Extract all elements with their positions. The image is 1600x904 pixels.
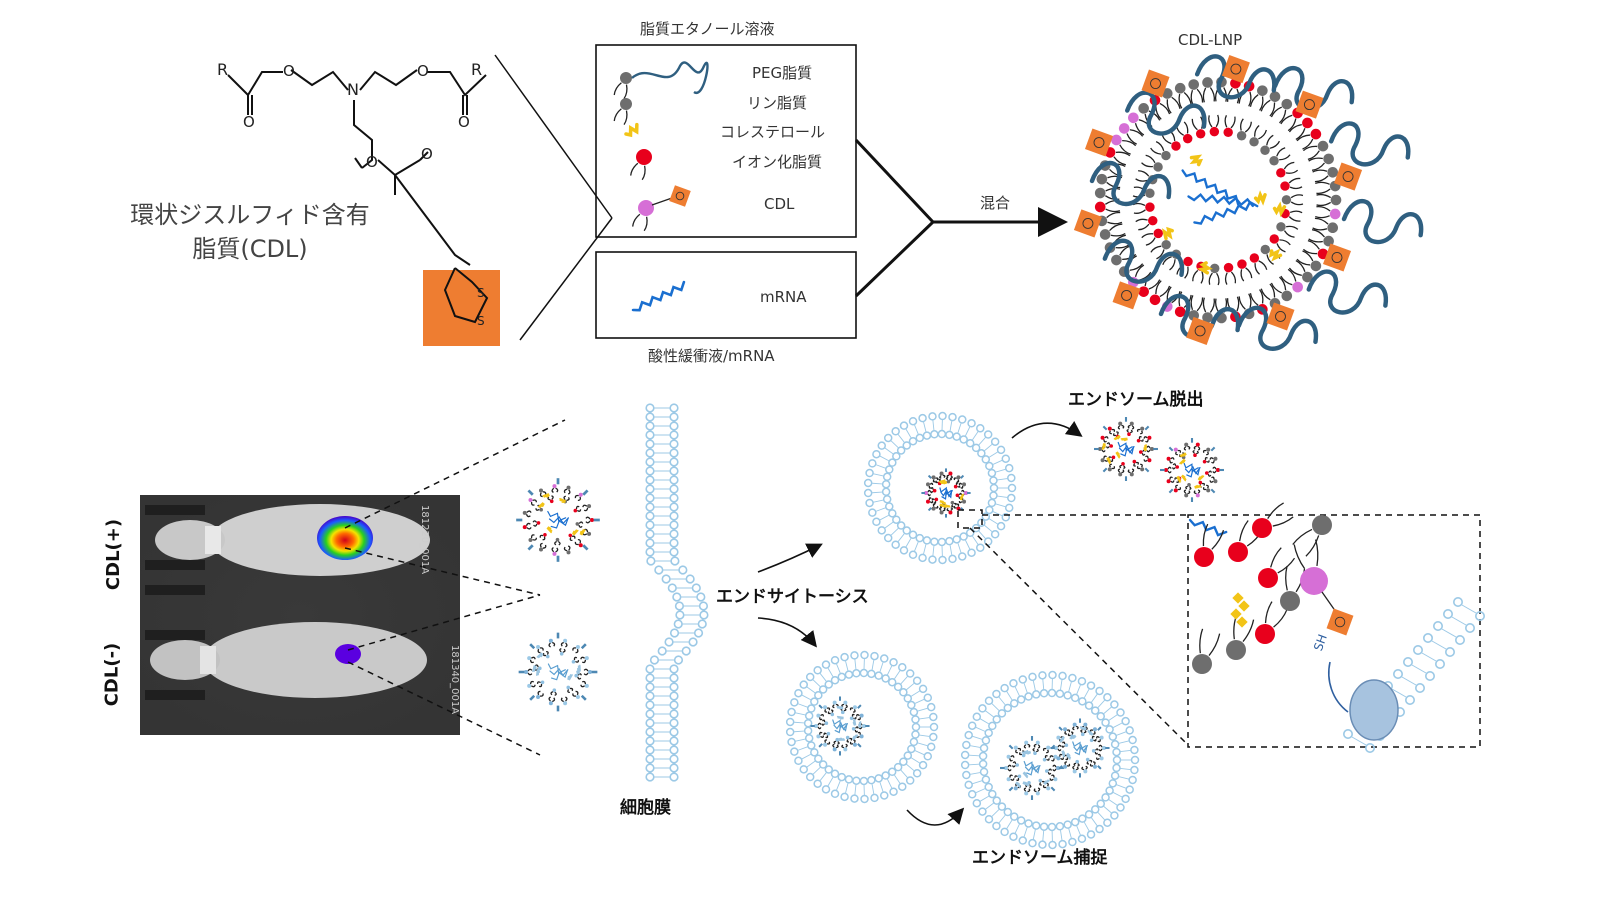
cdl-name: 環状ジスルフィド含有 脂質(CDL) (110, 198, 390, 266)
endosomal-capture-label: エンドソーム捕捉 (972, 843, 1108, 868)
merge-line-bottom (856, 222, 933, 296)
luminescence-signal-low (335, 644, 361, 664)
inset-ionizable-lipid (1194, 524, 1223, 567)
lnp-captured-2 (1050, 718, 1109, 777)
oxygen-atom: O (458, 113, 470, 131)
component-label-phospholipid: リン脂質 (747, 92, 807, 113)
oxygen-atom: O (417, 62, 429, 80)
endosomal-escape-label: エンドソーム脱出 (1068, 385, 1204, 410)
inset-phospholipid (1280, 566, 1304, 611)
lnp-cdl-minus (519, 633, 598, 712)
ionizable-lipid-icon (631, 149, 652, 180)
lnp-captured-1 (1000, 736, 1064, 800)
cdl-icon (633, 200, 654, 231)
phospholipid-icon (614, 98, 632, 125)
inset-zoom-lines (958, 510, 1480, 747)
lnp-in-endosome (810, 696, 869, 755)
aqueous-box (596, 252, 856, 338)
inset-mrna (1190, 520, 1226, 535)
lnp-escaped-1 (1094, 417, 1158, 481)
disulfide-icon (669, 185, 691, 207)
inset-ionizable-lipid (1255, 602, 1287, 644)
lnp-cdl-plus (516, 478, 600, 562)
ethanol-solution-title: 脂質エタノール溶液 (640, 18, 775, 39)
lnp-escaped-2 (1160, 438, 1224, 502)
oxygen-atom: O (243, 113, 255, 131)
mouse-bottom (203, 622, 427, 698)
component-label-ionizable: イオン化脂質 (732, 151, 822, 172)
peg-chain-icon (632, 63, 707, 93)
endocytosis-label: エンドサイトーシス (716, 582, 869, 607)
oxygen-atom: O (421, 145, 433, 163)
mix-label: 混合 (980, 192, 1010, 213)
endosomes (787, 413, 1224, 849)
aqueous-solution-title: 酸性緩衝液/mRNA (648, 345, 775, 366)
component-label-cholesterol: コレステロール (720, 121, 825, 142)
image-tag-top: 181220_001A (419, 505, 430, 574)
mrna-icon (633, 282, 684, 310)
endosome-capture (962, 672, 1139, 849)
luminescence-signal-high (317, 516, 373, 560)
component-label-peg: PEG脂質 (752, 62, 812, 83)
cdl-plus-label: CDL(+) (103, 519, 124, 590)
inset-ionizable-lipid (1258, 548, 1295, 588)
lnp-particles (516, 478, 600, 711)
cholesterol-icon (626, 125, 637, 135)
mrna-label: mRNA (760, 288, 807, 306)
lnp-large (1074, 55, 1421, 349)
component-label-cdl: CDL (764, 195, 794, 213)
inset-ionizable-lipid (1252, 503, 1293, 538)
nitrogen-atom: N (347, 80, 359, 99)
inset-phospholipid (1293, 515, 1332, 556)
cdl-minus-label: CDL(-) (101, 643, 122, 707)
r-group-right: R (471, 60, 482, 79)
thiol-linker (1329, 662, 1348, 712)
merge-line-top (856, 140, 933, 222)
oxygen-atom: O (283, 62, 295, 80)
cdl-name-line1: 環状ジスルフィド含有 (110, 198, 390, 232)
inset-phospholipid (1192, 629, 1220, 674)
cdl-lnp-title: CDL-LNP (1178, 31, 1242, 49)
cell-membrane-label: 細胞膜 (620, 793, 671, 818)
mouse-imaging-panel (140, 495, 460, 735)
escape-mechanism-inset (1190, 503, 1484, 752)
r-group-left: R (217, 60, 228, 79)
sulfur-atom: S (477, 286, 485, 300)
cdl-lnp-particle (1074, 55, 1421, 349)
cdl-name-line2: 脂質(CDL) (110, 232, 390, 266)
sulfur-atom: S (477, 314, 485, 328)
inset-disulfide (1327, 609, 1354, 636)
cell-membrane (646, 404, 708, 781)
membrane-protein (1350, 680, 1398, 740)
component-icons (614, 63, 707, 311)
oxygen-atom: O (366, 153, 378, 171)
inset-cholesterol (1230, 592, 1249, 627)
zoom-line-upper (495, 55, 612, 218)
image-tag-bottom: 181340_001A (449, 645, 460, 714)
peg-lipid-icon (614, 72, 632, 99)
